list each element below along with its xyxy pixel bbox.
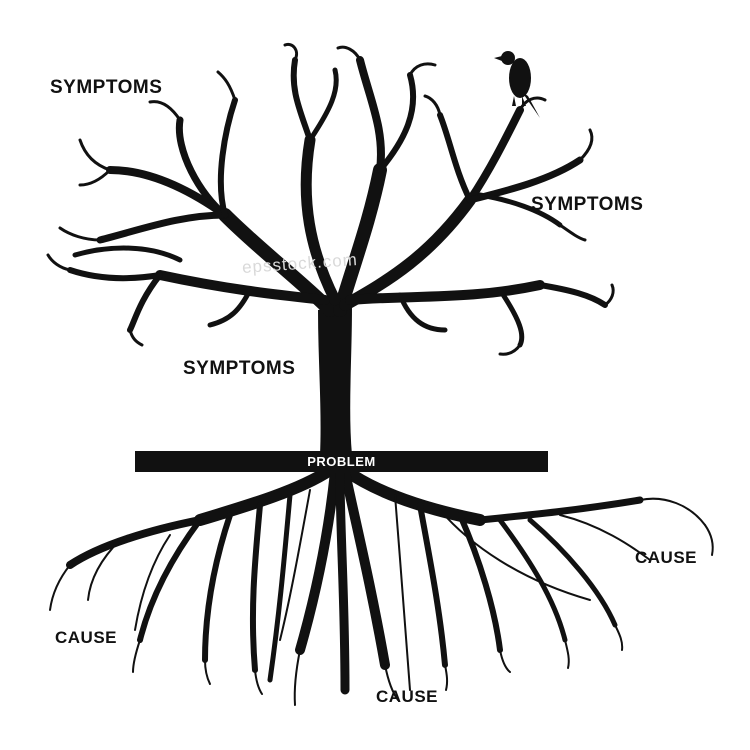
root-tendrils [49, 489, 714, 706]
crow-icon [494, 51, 540, 118]
tree-roots [66, 464, 644, 695]
cause-label-right: CAUSE [635, 548, 698, 567]
symptoms-label-trunk: SYMPTOMS [183, 358, 296, 379]
problem-bar: PROBLEM [135, 451, 548, 472]
symptoms-label-right: SYMPTOMS [531, 194, 644, 215]
tree-trunk [318, 305, 352, 455]
cause-label-left: CAUSE [55, 628, 118, 647]
problem-label: PROBLEM [307, 454, 376, 469]
cause-label-bottom: CAUSE [376, 687, 439, 706]
symptoms-label-top-left: SYMPTOMS [50, 77, 163, 98]
tree-twigs [46, 42, 615, 356]
tree-branches [67, 56, 608, 348]
